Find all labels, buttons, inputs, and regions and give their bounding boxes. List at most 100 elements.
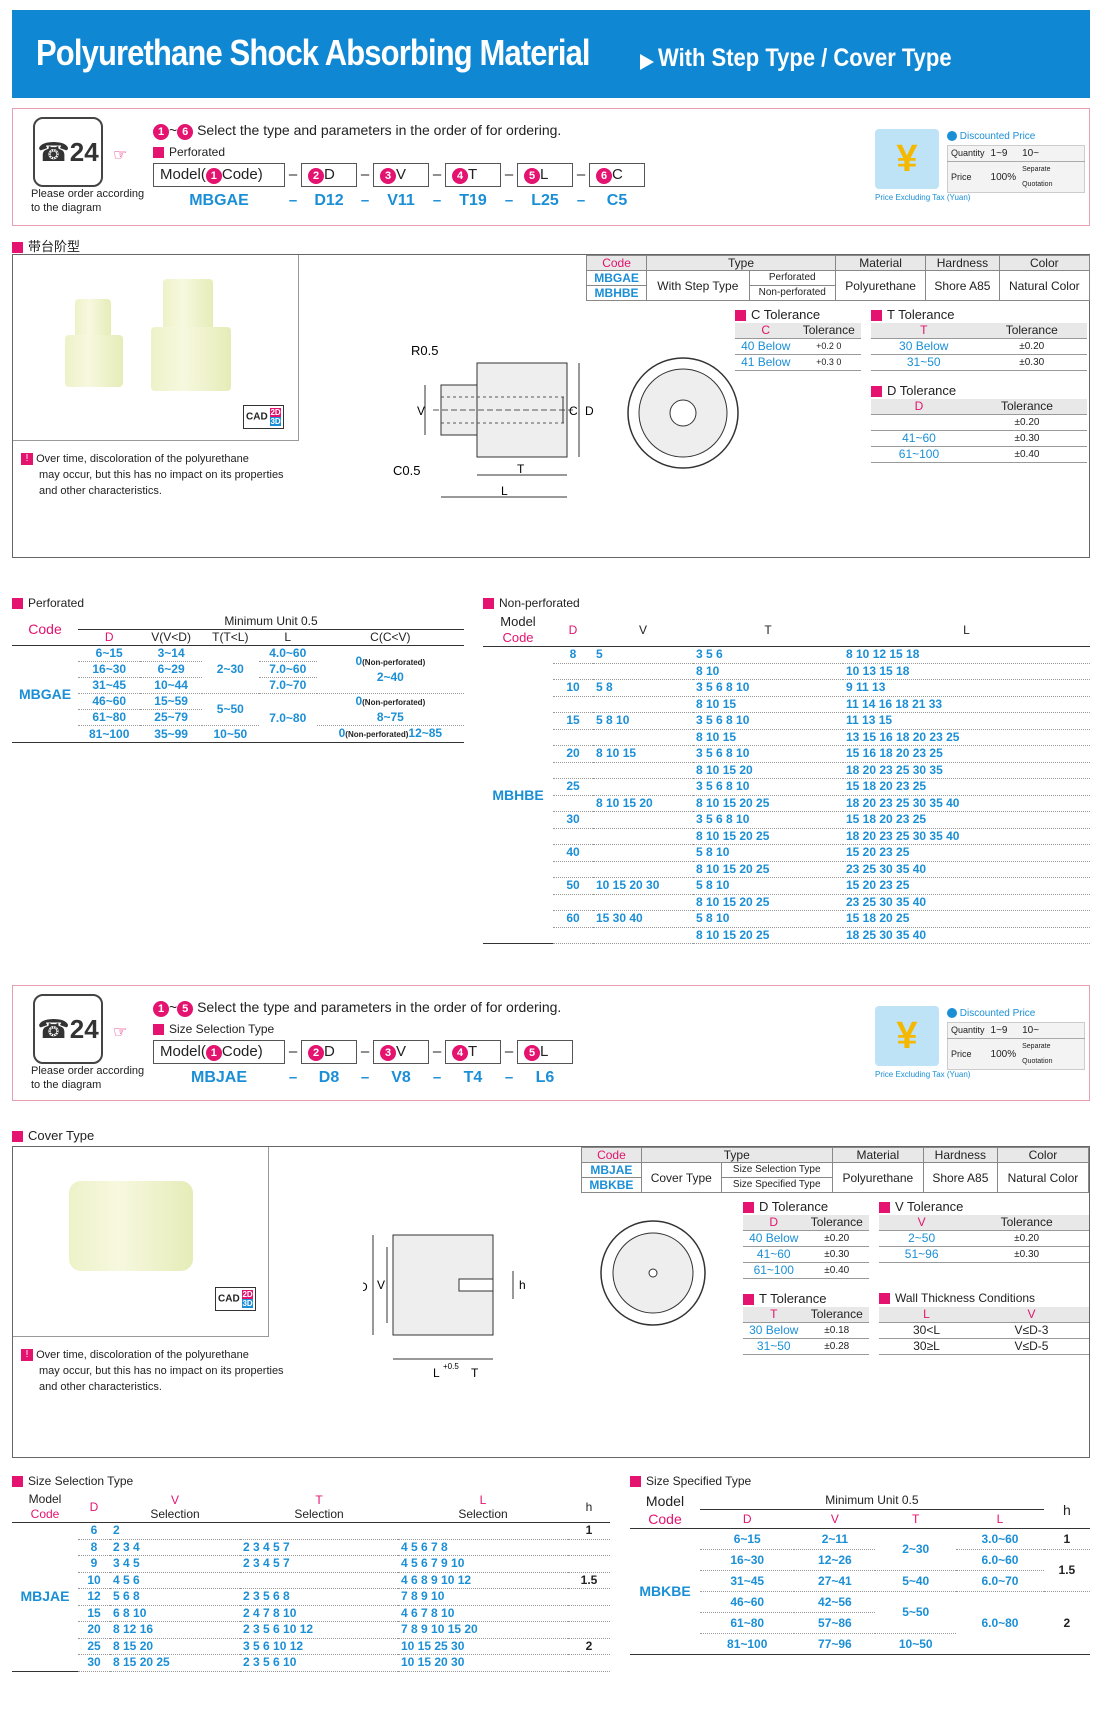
- table-cell: 1: [568, 1522, 610, 1540]
- table-cell: 2: [568, 1638, 610, 1655]
- model-example-2: MBJAE–D8–V8–T4–L6: [190, 1069, 555, 1086]
- d-tolerance-title-2: D Tolerance: [743, 1199, 828, 1214]
- table-cell: [593, 894, 693, 911]
- table-cell: 4 6 7 8 10: [398, 1605, 568, 1622]
- table-cell: [240, 1572, 398, 1589]
- svg-text:V: V: [377, 1278, 385, 1292]
- svg-text:T: T: [517, 462, 525, 476]
- table-cell: 4 5 6 7 9 10: [398, 1555, 568, 1573]
- table-cell: 5 8: [593, 679, 693, 697]
- svg-text:D: D: [363, 1280, 368, 1294]
- table-cell: 7 8 9 10 15 20: [398, 1621, 568, 1639]
- product-image-small-top: [75, 299, 111, 339]
- table-cell: 15 16 18 20 23 25: [843, 745, 1090, 763]
- discount-title-2: Discounted Price: [947, 1008, 1035, 1019]
- table-cell: 10: [553, 679, 593, 697]
- table-cell: 9: [78, 1555, 110, 1573]
- table-cell: [553, 762, 593, 779]
- table-cell: 8 15 20 25: [110, 1654, 240, 1672]
- model-code-cell: MBJAE: [12, 1522, 78, 1672]
- table-cell: 8 10 15: [693, 729, 843, 746]
- table-cell: 8 10: [693, 663, 843, 680]
- table-cell: [240, 1522, 398, 1540]
- table-cell: 2 3 4 5 7: [240, 1555, 398, 1573]
- table-cell: 5 6 8: [110, 1588, 240, 1606]
- table-cell: [568, 1555, 610, 1573]
- price-note-2: Price Excluding Tax (Yuan): [875, 1070, 971, 1079]
- table-cell: 5 8 10: [693, 877, 843, 895]
- page-title: Polyurethane Shock Absorbing Material: [36, 32, 591, 73]
- table-cell: 5 8 10: [693, 910, 843, 928]
- table-cell: 23 25 30 35 40: [843, 894, 1090, 911]
- table-cell: [593, 696, 693, 713]
- table-cell: 11 14 16 18 21 33: [843, 696, 1090, 713]
- size-specified-title: Size Specified Type: [630, 1474, 751, 1488]
- table-cell: 8 10 15 20 25: [693, 861, 843, 878]
- table-cell: 11 13 15: [843, 712, 1090, 730]
- table-cell: 15: [78, 1605, 110, 1622]
- table-cell: 30: [78, 1654, 110, 1672]
- table-cell: [553, 894, 593, 911]
- table-cell: 40: [553, 844, 593, 862]
- table-cell: 3 5 6 8 10: [693, 811, 843, 829]
- table-cell: 15 20 23 25: [843, 844, 1090, 862]
- svg-text:T: T: [471, 1366, 479, 1380]
- table-cell: 8 10 15 20: [593, 795, 693, 812]
- table-cell: 3 5 6 8 10: [693, 778, 843, 796]
- table-cell: 8 10 15: [593, 745, 693, 763]
- table-cell: 3 5 6 8 10: [693, 712, 843, 730]
- svg-text:L: L: [433, 1366, 440, 1380]
- table-cell: [568, 1654, 610, 1672]
- table-cell: 30: [553, 811, 593, 829]
- cover-product-image: [69, 1181, 193, 1271]
- table-cell: 3 5 6 8 10: [693, 679, 843, 697]
- table-cell: 8 10 15 20 25: [693, 795, 843, 812]
- table-cell: 8 12 16: [110, 1621, 240, 1639]
- warning-icon: !: [21, 1349, 33, 1362]
- table-cell: [593, 762, 693, 779]
- table-cell: [568, 1588, 610, 1606]
- table-cell: 10 15 20 30: [398, 1654, 568, 1672]
- table-cell: 2 3 4 5 7: [240, 1539, 398, 1556]
- table-cell: 15: [553, 712, 593, 730]
- svg-text:h: h: [519, 1278, 526, 1292]
- table-cell: 50: [553, 877, 593, 895]
- page-header: Polyurethane Shock Absorbing Material Wi…: [12, 10, 1090, 98]
- table-cell: [553, 663, 593, 680]
- table-cell: 25: [553, 778, 593, 796]
- table-cell: 18 25 30 35 40: [843, 927, 1090, 944]
- page-subtitle: With Step Type / Cover Type: [658, 44, 952, 72]
- table-cell: 13 15 16 18 20 23 25: [843, 729, 1090, 746]
- table-cell: [553, 927, 593, 944]
- table-cell: [593, 927, 693, 944]
- model-example: MBGAE–D12–V11–T19–L25–C5: [189, 192, 628, 209]
